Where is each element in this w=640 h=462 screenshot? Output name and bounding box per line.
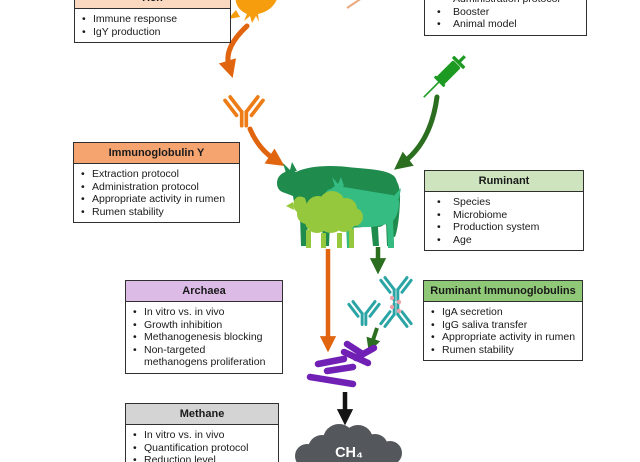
- list-item: Methanogenesis blocking: [132, 331, 277, 344]
- list-item: Production system: [431, 221, 578, 234]
- ruminant-box: Ruminant Species Microbiome Production s…: [424, 170, 584, 251]
- goat-icon: [324, 177, 401, 248]
- hen-box: Hen Immune response IgY production: [74, 0, 231, 43]
- list-item: Reduction level: [132, 454, 273, 462]
- methane-box-list: In vitro vs. in vivo Quantification prot…: [132, 429, 273, 462]
- immunoglobulin-y-box-list: Extraction protocol Administration proto…: [80, 168, 234, 218]
- methane-box: Methane In vitro vs. in vivo Quantificat…: [125, 403, 279, 462]
- iga-antibody-icon: [379, 276, 413, 328]
- ruminant-immunoglobulins-box-title: Ruminant Immunoglobulins: [424, 281, 582, 302]
- list-item: Growth inhibition: [132, 319, 277, 332]
- igg-antibody-icon: [347, 300, 381, 327]
- list-item: Rumen stability: [430, 344, 577, 357]
- syringe-icon: [423, 55, 466, 98]
- arrow-syringe-to-ruminant: [394, 94, 440, 170]
- list-item: IgA secretion: [430, 306, 577, 319]
- list-item: In vitro vs. in vivo: [132, 429, 273, 442]
- iga-j-chain-dots: [389, 295, 402, 314]
- archaea-box: Archaea In vitro vs. in vivo Growth inhi…: [125, 280, 283, 374]
- methane-cloud: [295, 424, 402, 462]
- list-item: Appropriate activity in rumen: [430, 331, 577, 344]
- list-item: Appropriate activity in rumen: [80, 193, 234, 206]
- list-item: IgY production: [81, 26, 225, 39]
- list-item: Extraction protocol: [80, 168, 234, 181]
- ruminant-immunoglobulins-box-list: IgA secretion IgG saliva transfer Approp…: [430, 306, 577, 356]
- ruminant-immunoglobulins-box: Ruminant Immunoglobulins IgA secretion I…: [423, 280, 583, 361]
- immunoglobulin-y-box: Immunoglobulin Y Extraction protocol Adm…: [73, 142, 240, 223]
- list-item: IgG saliva transfer: [430, 319, 577, 332]
- ruminant-box-list: Species Microbiome Production system Age: [431, 196, 578, 246]
- hen-icon: [228, 0, 277, 23]
- list-item: Administration protocol: [80, 181, 234, 194]
- immunoglobulin-y-box-title: Immunoglobulin Y: [74, 143, 239, 164]
- list-item: Rumen stability: [80, 206, 234, 219]
- archaea-box-list: In vitro vs. in vivo Growth inhibition M…: [132, 306, 277, 369]
- list-item: Microbiome: [431, 209, 578, 222]
- methane-box-title: Methane: [126, 404, 278, 425]
- ch4-label: CH₄: [335, 445, 363, 461]
- list-item: In vitro vs. in vivo: [132, 306, 277, 319]
- arrow-igy-to-ruminant: [247, 126, 285, 166]
- list-item: Administration protocol: [431, 0, 581, 6]
- sheep-icon: [286, 191, 363, 248]
- list-item: Booster: [431, 6, 581, 19]
- arrow-igs-to-archaea: [366, 327, 381, 353]
- list-item: Immune response: [81, 13, 225, 26]
- archaea-icon: [306, 340, 378, 388]
- ruminant-box-title: Ruminant: [425, 171, 583, 192]
- list-item: Non-targeted methanogens proliferation: [132, 344, 277, 369]
- igy-antibody-icon: [223, 95, 265, 128]
- list-item: Quantification protocol: [132, 442, 273, 455]
- hen-box-title: Hen: [75, 0, 230, 9]
- list-item: Animal model: [431, 18, 581, 31]
- list-item: Age: [431, 234, 578, 247]
- hen-box-list: Immune response IgY production: [81, 13, 225, 38]
- antigen-box: Administration protocol Booster Animal m…: [424, 0, 587, 36]
- cow-icon: [277, 162, 401, 246]
- archaea-box-title: Archaea: [126, 281, 282, 302]
- cut-arrow-fragment: [346, 0, 361, 9]
- antigen-box-list: Administration protocol Booster Animal m…: [431, 0, 581, 31]
- list-item: Species: [431, 196, 578, 209]
